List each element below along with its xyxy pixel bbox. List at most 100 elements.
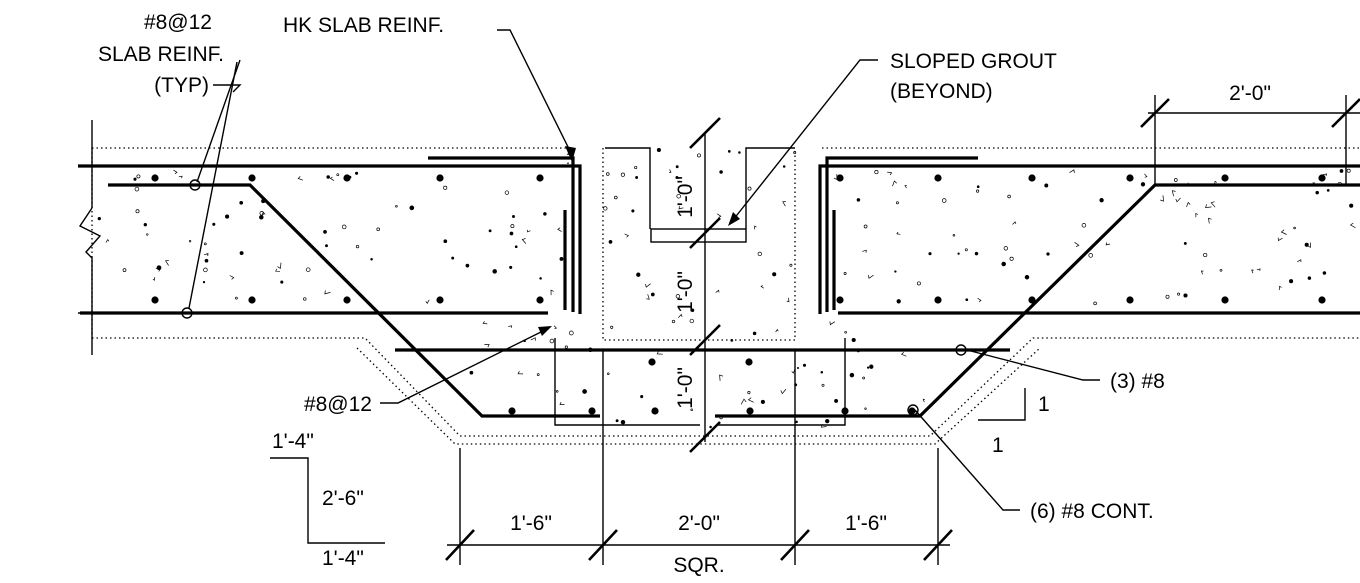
aggregate-mark	[136, 174, 141, 179]
rebar-dot	[1318, 174, 1326, 182]
aggregate-mark	[965, 298, 969, 302]
aggregate-mark	[856, 198, 861, 202]
aggregate-mark	[549, 338, 555, 344]
aggregate-mark	[1278, 285, 1282, 291]
aggregate-mark	[559, 256, 564, 261]
aggregate-mark	[864, 407, 867, 410]
aggregate-mark	[1315, 190, 1319, 195]
aggregate-mark	[738, 151, 741, 154]
slab-face-lines	[78, 120, 1360, 355]
rebar-dot	[908, 407, 916, 415]
aggregate-mark	[425, 299, 430, 304]
rebar-dot	[934, 174, 942, 182]
aggregate-mark	[624, 233, 630, 238]
aggregate-mark	[203, 253, 209, 257]
aggregate-mark	[636, 272, 641, 277]
aggregate-mark	[122, 268, 127, 272]
aggregate-mark	[277, 262, 282, 269]
rebar-dot	[651, 407, 659, 415]
aggregate-mark	[465, 263, 470, 268]
aggregate-mark	[820, 370, 824, 374]
aggregate-mark	[275, 268, 281, 272]
rebar-dot	[1318, 296, 1326, 304]
aggregate-mark	[862, 376, 865, 380]
aggregate-mark	[409, 205, 415, 211]
aggregate-mark	[323, 230, 327, 234]
aggregate-mark	[1349, 203, 1354, 208]
aggregate-mark	[143, 223, 147, 227]
aggregate-mark	[469, 370, 474, 375]
aggregate-mark	[1251, 269, 1254, 274]
aggregate-mark	[492, 269, 497, 274]
aggregate-mark	[326, 175, 330, 179]
rebar-dot	[1221, 296, 1229, 304]
aggregate-mark	[504, 190, 510, 195]
aggregate-mark	[508, 325, 513, 328]
aggregate-mark	[1173, 178, 1178, 182]
slab-reinf-typ-label: (TYP)	[154, 74, 209, 97]
aggregate-mark	[539, 277, 542, 280]
rebar-dot	[536, 174, 544, 182]
aggregate-mark	[325, 244, 328, 248]
aggregate-mark	[536, 373, 540, 376]
aggregate-mark	[895, 201, 899, 205]
aggregate-mark	[1203, 252, 1208, 258]
aggregate-mark	[1160, 195, 1164, 202]
aggregate-mark	[656, 147, 661, 153]
aggregate-mark	[900, 351, 907, 357]
aggregate-mark	[202, 280, 206, 284]
aggregate-mark	[717, 213, 722, 218]
aggregate-mark	[635, 176, 639, 179]
rebar-dot	[248, 296, 256, 304]
aggregate-mark	[260, 211, 266, 217]
aggregate-mark	[543, 212, 547, 216]
aggregate-mark	[1175, 197, 1181, 203]
aggregate-mark	[789, 263, 793, 267]
aggregate-mark	[675, 176, 679, 179]
aggregate-mark	[146, 233, 149, 236]
aggregate-mark	[1339, 169, 1344, 173]
aggregate-mark	[97, 216, 101, 221]
aggregate-mark	[1069, 169, 1075, 173]
aggregate-mark	[324, 290, 331, 295]
aggregate-mark	[1280, 229, 1287, 235]
aggregate-mark	[239, 200, 244, 205]
aggregate-mark	[772, 272, 777, 277]
aggregate-mark	[780, 388, 787, 395]
aggregate-mark	[1099, 198, 1104, 203]
aggregate-mark	[173, 169, 178, 174]
rebar-dot	[248, 174, 256, 182]
sloped-grout-label: SLOPED GROUT	[890, 50, 1057, 73]
rebar-dot	[1221, 174, 1229, 182]
rebar-dot	[648, 358, 656, 366]
aggregate-mark	[530, 337, 536, 341]
bottom-dim-right-label: 1'-6"	[845, 512, 887, 535]
aggregate-mark	[1046, 252, 1050, 256]
aggregate-mark	[892, 180, 897, 187]
aggregate-mark	[235, 296, 238, 300]
aggregate-mark	[796, 366, 800, 370]
reinforcement-bars	[78, 156, 1360, 426]
aggregate-mark	[488, 229, 492, 233]
slope-run-label: 1	[992, 434, 1004, 457]
sloped-grout-beyond-label: (BEYOND)	[890, 80, 993, 103]
aggregate-mark	[640, 395, 644, 399]
aggregate-mark	[1293, 226, 1296, 230]
aggregate-mark	[188, 240, 192, 243]
aggregate-mark	[303, 297, 307, 301]
aggregate-mark	[1297, 259, 1302, 263]
aggregate-mark	[614, 195, 618, 200]
aggregate-mark	[715, 289, 720, 293]
aggregate-mark	[555, 390, 559, 393]
aggregate-mark	[719, 170, 723, 174]
six-bars-cont-label: (6) #8 CONT.	[1030, 500, 1154, 523]
aggregate-mark	[512, 215, 515, 218]
aggregate-mark	[133, 177, 137, 181]
aggregate-mark	[675, 294, 681, 299]
aggregate-mark	[1205, 204, 1212, 209]
aggregate-mark	[1183, 241, 1187, 245]
aggregate-mark	[527, 229, 531, 233]
aggregate-mark	[484, 344, 490, 348]
aggregate-mark	[904, 184, 907, 189]
